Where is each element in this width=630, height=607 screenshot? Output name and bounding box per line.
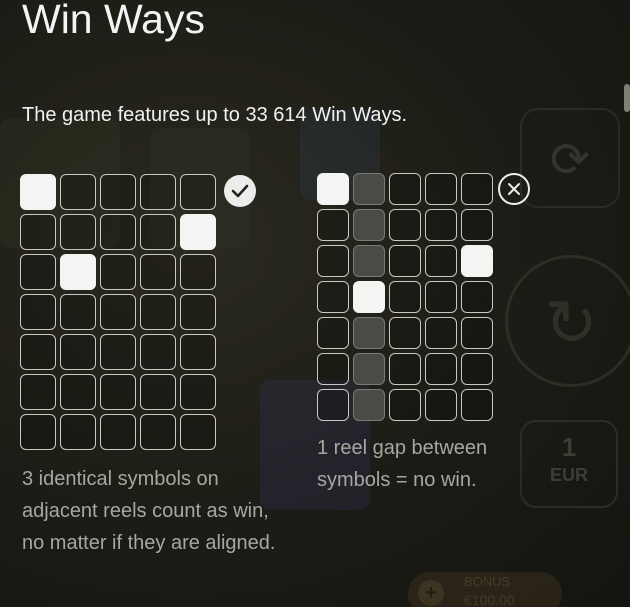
plus-icon: + — [418, 580, 444, 606]
intro-text: The game features up to 33 614 Win Ways. — [22, 104, 408, 126]
grid-cell — [389, 209, 421, 241]
grid-cell — [317, 389, 349, 421]
grid-cell — [317, 353, 349, 385]
no-win-example-caption: 1 reel gap between symbols = no win. — [317, 437, 488, 491]
grid-cell — [100, 414, 136, 450]
bonus-label: BONUS — [464, 574, 511, 589]
refresh-arrow-icon: ↻ — [544, 287, 598, 359]
gap-reel-cell — [353, 353, 385, 385]
grid-cell — [100, 174, 136, 210]
highlighted-symbol-cell — [60, 254, 96, 290]
grid-cell — [180, 254, 216, 290]
no-win-example-grid — [317, 173, 493, 421]
grid-cell — [140, 254, 176, 290]
grid-cell — [389, 281, 421, 313]
page-title: Win Ways — [22, 0, 205, 42]
grid-cell — [140, 414, 176, 450]
grid-cell — [20, 294, 56, 330]
grid-cell — [60, 414, 96, 450]
grid-cell — [425, 353, 457, 385]
bet-value: 1 — [561, 432, 577, 462]
grid-cell — [100, 294, 136, 330]
grid-cell — [20, 374, 56, 410]
grid-cell — [461, 281, 493, 313]
grid-cell — [461, 389, 493, 421]
gap-reel-cell — [353, 173, 385, 205]
grid-cell — [461, 353, 493, 385]
grid-cell — [317, 281, 349, 313]
grid-cell — [461, 209, 493, 241]
grid-cell — [60, 334, 96, 370]
refresh-icon: ⟳ — [549, 134, 591, 187]
gap-reel-cell — [353, 209, 385, 241]
win-example-caption: 3 identical symbols on adjacent reels co… — [22, 468, 276, 554]
highlighted-symbol-cell — [353, 281, 385, 313]
grid-cell — [140, 374, 176, 410]
grid-cell — [317, 245, 349, 277]
grid-cell — [20, 334, 56, 370]
grid-cell — [389, 389, 421, 421]
bg-symbol-tile — [260, 380, 370, 510]
grid-cell — [140, 294, 176, 330]
grid-cell — [180, 414, 216, 450]
grid-cell — [60, 374, 96, 410]
grid-cell — [389, 173, 421, 205]
grid-cell — [180, 334, 216, 370]
grid-cell — [425, 317, 457, 349]
grid-cell — [60, 174, 96, 210]
grid-cell — [60, 294, 96, 330]
grid-cell — [180, 374, 216, 410]
autoplay-button[interactable]: ↻ — [505, 255, 630, 387]
grid-cell — [461, 317, 493, 349]
grid-cell — [317, 209, 349, 241]
grid-cell — [389, 353, 421, 385]
grid-cell — [425, 389, 457, 421]
grid-cell — [425, 245, 457, 277]
highlighted-symbol-cell — [20, 174, 56, 210]
grid-cell — [20, 414, 56, 450]
cross-circle-icon — [498, 173, 530, 205]
grid-cell — [140, 334, 176, 370]
bonus-amount: €100.00 — [464, 592, 515, 607]
grid-cell — [100, 334, 136, 370]
grid-cell — [317, 317, 349, 349]
grid-cell — [180, 174, 216, 210]
highlighted-symbol-cell — [317, 173, 349, 205]
scrollbar[interactable] — [624, 84, 630, 112]
spin-button[interactable]: ⟳ — [520, 108, 620, 208]
bet-display[interactable]: 1 EUR — [520, 420, 618, 508]
grid-cell — [100, 374, 136, 410]
grid-cell — [20, 214, 56, 250]
bet-currency: EUR — [549, 465, 588, 485]
highlighted-symbol-cell — [180, 214, 216, 250]
gap-reel-cell — [353, 389, 385, 421]
grid-cell — [140, 174, 176, 210]
checkmark-icon — [224, 175, 256, 207]
highlighted-symbol-cell — [461, 245, 493, 277]
grid-cell — [140, 214, 176, 250]
gap-reel-cell — [353, 317, 385, 349]
gap-reel-cell — [353, 245, 385, 277]
grid-cell — [389, 245, 421, 277]
grid-cell — [20, 254, 56, 290]
grid-cell — [425, 281, 457, 313]
grid-cell — [180, 294, 216, 330]
win-example-grid — [20, 174, 216, 450]
grid-cell — [100, 254, 136, 290]
grid-cell — [60, 214, 96, 250]
grid-cell — [389, 317, 421, 349]
grid-cell — [100, 214, 136, 250]
bonus-button[interactable]: + BONUS €100.00 — [408, 572, 562, 607]
grid-cell — [425, 209, 457, 241]
grid-cell — [461, 173, 493, 205]
grid-cell — [425, 173, 457, 205]
